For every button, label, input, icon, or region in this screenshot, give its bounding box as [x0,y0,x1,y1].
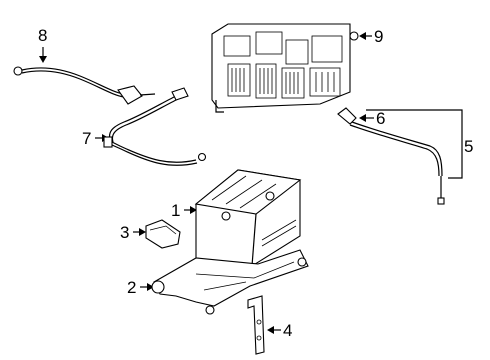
leader-6-arrow [359,114,366,122]
ground-cable-part-8 [13,66,156,105]
leader-5 [366,109,463,179]
relay-2 [255,31,283,55]
leader-1-arrow [190,206,197,214]
callout-4: 4 [283,321,292,340]
battery-top-ribs [211,175,277,209]
tray-mount-hole [151,280,165,294]
harness-connector [171,87,189,101]
fuse-box-foot [215,100,224,113]
clamp-detail [149,225,177,235]
clamp-body [145,219,181,249]
positive-cable-part-5-6 [337,107,445,205]
tray-bolt-front [205,305,215,315]
leader-lines [39,32,463,334]
cable-ring-terminal [13,66,23,76]
hold-down-part-3 [145,219,181,249]
callout-2: 2 [127,278,136,297]
fuse-slots [231,68,335,94]
harness-main-edge [111,98,179,143]
fuse-block-top [311,35,343,63]
cable-end [139,93,156,96]
bracket-body [247,295,265,355]
callout-7: 7 [82,129,91,148]
fuse-bank-1 [227,63,251,97]
leader-3-arrow [139,228,146,236]
cable-clamp [117,85,143,105]
cable-tip [437,197,445,205]
leader-4-arrow [267,326,274,334]
battery-terminal-pos [265,191,275,201]
harness-lead [111,141,197,163]
leader-9-arrow [359,32,366,40]
fuse-bank-3 [281,67,305,99]
relay-1 [223,35,251,57]
callout-5: 5 [464,137,473,156]
battery-top [194,169,302,215]
callout-8: 8 [38,26,47,45]
bracket-part-4 [247,295,265,355]
cable-run-edge [349,124,440,177]
cable-run [351,121,443,177]
battery-corner [251,213,257,267]
harness-terminal [197,152,207,162]
leader-2-arrow [147,283,154,291]
fuse-box-mount [349,31,359,41]
tray-body [153,249,309,307]
bracket-hole-1 [256,319,262,325]
battery-terminal-neg [221,211,231,221]
battery-cable-part-7 [103,87,207,166]
fuse-box-part-9 [211,23,359,113]
tray-ribs [195,261,295,291]
harness-clip [103,136,113,148]
battery-part-1 [194,169,302,267]
harness-lead-edge [111,144,198,166]
cable-boot-part-6 [337,107,357,125]
battery-tray-part-2 [151,249,309,315]
cable-wire-edge [21,70,125,98]
callout-1: 1 [171,201,180,220]
callout-3: 3 [120,223,129,242]
callout-6: 6 [376,109,385,128]
bracket-hole-2 [256,335,262,341]
cable-wire [21,67,125,95]
relay-3 [285,39,309,65]
leader-8-arrow [39,56,47,63]
harness-main [108,95,177,141]
fuse-bank-4 [309,67,341,97]
callout-9: 9 [374,27,383,46]
battery-side-lines [261,219,297,247]
fuse-box-body [211,23,351,109]
tray-bolt [297,257,307,267]
fuse-bank-2 [255,63,277,99]
